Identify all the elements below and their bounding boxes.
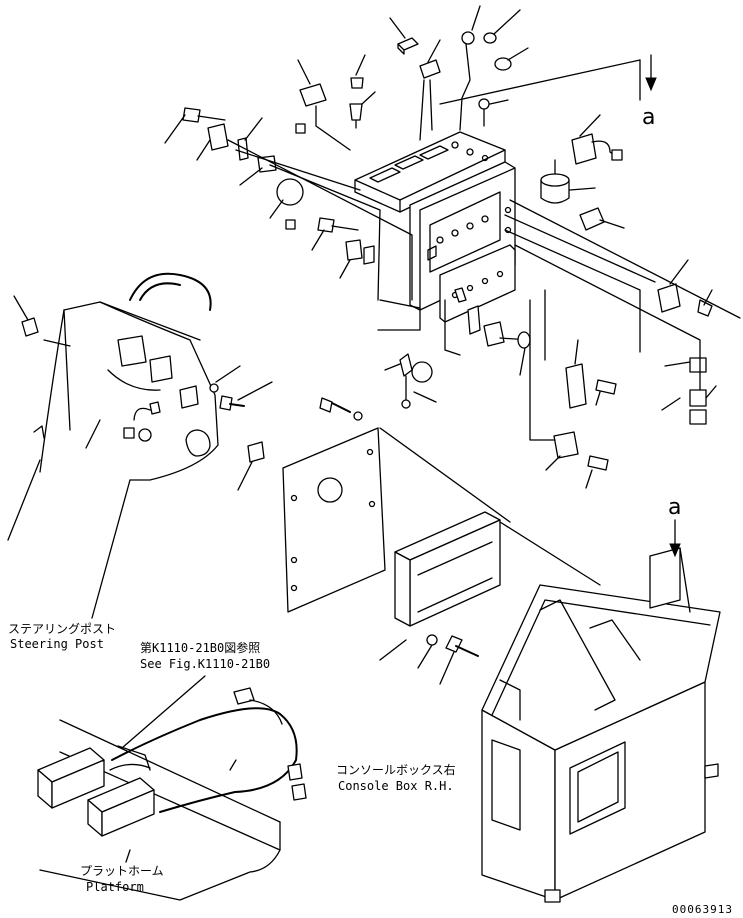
see-fig-label-en: See Fig.K1110-21B0 [140, 657, 270, 671]
steering-post-label-jp: ステアリングポスト [8, 622, 116, 636]
platform [37, 675, 307, 901]
center-lower-parts [377, 287, 617, 489]
console-box-label-en: Console Box R.H. [338, 779, 454, 793]
platform-label-en: Platform [86, 880, 144, 894]
right-components [504, 114, 741, 425]
top-switch-parts [295, 5, 641, 151]
view-marker-label-top: a [642, 105, 655, 130]
left-bracket-parts [164, 107, 413, 301]
view-marker-bottom: a [668, 495, 681, 558]
console-box-label-jp: コンソールボックス右 [336, 762, 456, 777]
console-box-rh [481, 547, 721, 903]
callout-labels: ステアリングポスト Steering Post 第K1110-21B0図参照 S… [8, 622, 733, 916]
view-marker-label-bottom: a [668, 495, 681, 520]
view-marker-top: a [642, 54, 657, 130]
see-fig-label-jp: 第K1110-21B0図参照 [140, 640, 260, 655]
platform-label-jp: プラットホーム [80, 864, 164, 878]
steering-post [7, 272, 273, 619]
drawing-code: 00063913 [672, 903, 733, 916]
steering-post-label-en: Steering Post [10, 637, 104, 651]
controller-panel [282, 397, 601, 685]
switch-bracket-assembly [354, 131, 516, 323]
